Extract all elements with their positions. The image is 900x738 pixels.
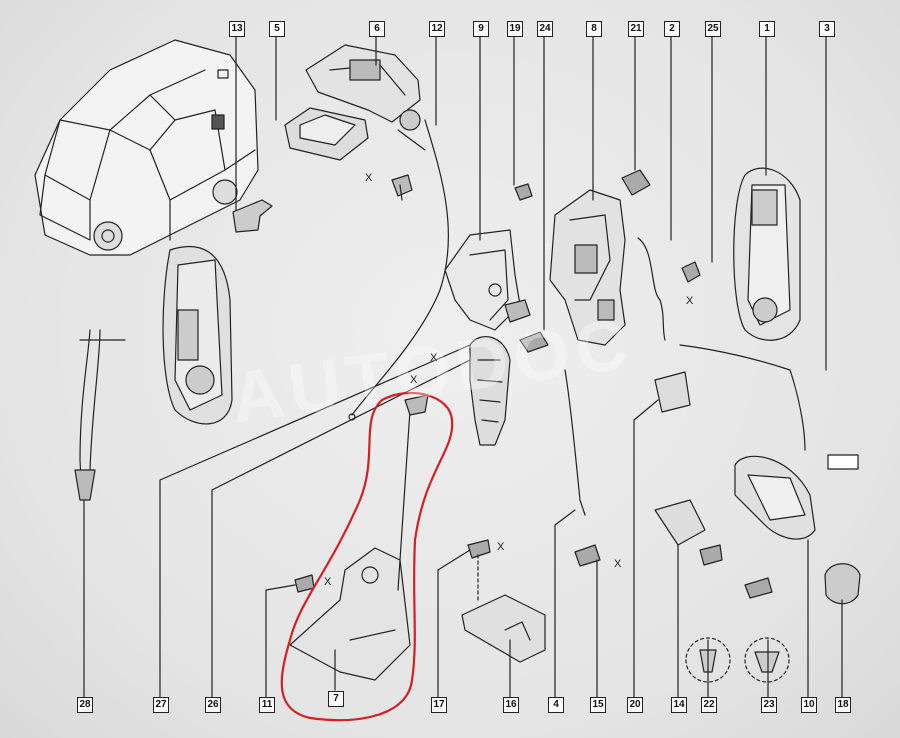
callout-20: 20	[627, 697, 643, 713]
callout-26: 26	[205, 697, 221, 713]
x-mark: X	[430, 352, 438, 364]
callout-27: 27	[153, 697, 169, 713]
callout-25: 25	[705, 21, 721, 37]
callout-16: 16	[503, 697, 519, 713]
x-mark: X	[686, 295, 694, 307]
callout-4: 4	[548, 697, 564, 713]
callout-22: 22	[701, 697, 717, 713]
callout-23: 23	[761, 697, 777, 713]
callout-18: 18	[835, 697, 851, 713]
x-mark: X	[614, 558, 622, 570]
callout-1: 1	[759, 21, 775, 37]
callout-8: 8	[586, 21, 602, 37]
callout-9: 9	[473, 21, 489, 37]
callout-28: 28	[77, 697, 93, 713]
callout-14: 14	[671, 697, 687, 713]
callout-19: 19	[507, 21, 523, 37]
callout-10: 10	[801, 697, 817, 713]
callout-15: 15	[590, 697, 606, 713]
callout-5: 5	[269, 21, 285, 37]
x-mark: X	[324, 576, 332, 588]
x-mark: X	[410, 374, 418, 386]
callout-13: 13	[229, 21, 245, 37]
x-mark: X	[497, 541, 505, 553]
callout-24: 24	[537, 21, 553, 37]
callout-2: 2	[664, 21, 680, 37]
callout-11: 11	[259, 697, 275, 713]
callout-21: 21	[628, 21, 644, 37]
x-mark: X	[365, 172, 373, 184]
callout-3: 3	[819, 21, 835, 37]
callout-17: 17	[431, 697, 447, 713]
van-illustration	[34, 39, 259, 256]
callout-7: 7	[328, 691, 344, 707]
callout-12: 12	[429, 21, 445, 37]
highlight-outline	[280, 391, 454, 722]
callout-6: 6	[369, 21, 385, 37]
